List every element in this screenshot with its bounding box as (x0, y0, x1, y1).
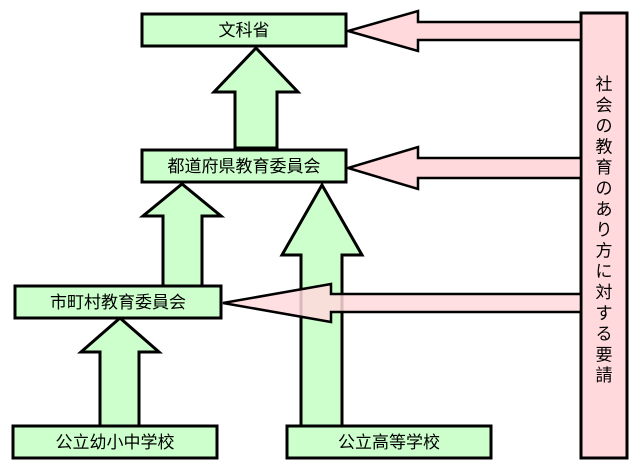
green-arrow-elementary-to-municipal (76, 316, 164, 428)
node-public-elementary-middle: 公立幼小中学校 (11, 424, 219, 460)
side-panel-text: 社会の教育のあり方に対する要請 (596, 75, 613, 386)
green-arrow-municipal-to-prefectural (138, 182, 226, 288)
node-monkasho: 文科省 (140, 12, 348, 48)
node-monkasho-label: 文科省 (219, 21, 270, 41)
side-panel-label: 社会の教育のあり方に対する要請 (596, 75, 613, 386)
pink-arrow-to-prefectural-board (343, 145, 583, 191)
node-public-high-school: 公立高等学校 (285, 424, 493, 460)
side-panel-box (579, 11, 629, 460)
green-arrow-prefectural-to-monkasho (210, 45, 302, 150)
node-prefectural-board: 都道府県教育委員会 (140, 148, 348, 184)
node-prefectural-board-label: 都道府県教育委員会 (168, 157, 321, 177)
node-municipal-board: 市町村教育委員会 (13, 284, 223, 320)
node-public-elementary-middle-label: 公立幼小中学校 (56, 433, 175, 453)
node-municipal-board-label: 市町村教育委員会 (50, 293, 186, 313)
pink-arrow-to-monkasho (343, 9, 583, 53)
node-public-high-school-label: 公立高等学校 (338, 433, 440, 453)
pink-arrow-to-municipal-board (222, 282, 583, 324)
